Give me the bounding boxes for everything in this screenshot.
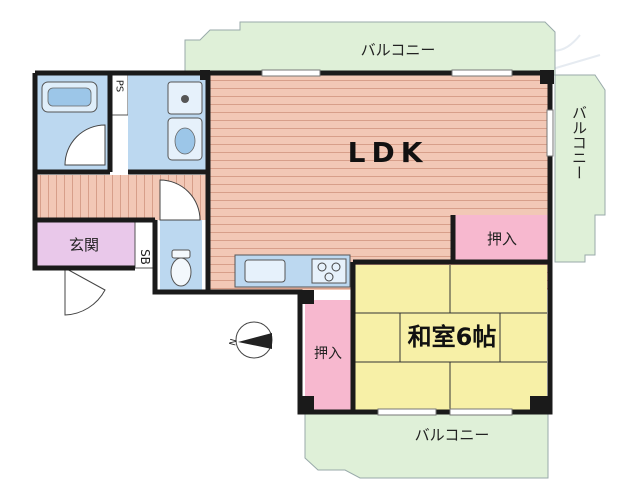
toilet-icon (170, 257, 192, 287)
ldk-label: LDK (348, 136, 429, 169)
windows (261, 69, 554, 416)
closet-left-label: 押入 (314, 346, 342, 362)
washitsu-label: 和室6帖 (408, 323, 497, 351)
balcony-bottom (304, 411, 549, 479)
washitsu-floor (355, 265, 547, 410)
toilet-door-swing (159, 179, 201, 221)
closet-left (305, 300, 355, 410)
balcony-right (554, 74, 606, 263)
closet-top-right (455, 215, 550, 262)
closet-top-right-label: 押入 (487, 230, 517, 248)
tatami-lines (355, 265, 547, 410)
walls (32, 70, 553, 415)
compass-icon: N (228, 321, 273, 359)
genkan-area (35, 220, 135, 268)
structural-columns (200, 70, 554, 414)
balcony-top-label: バルコニー (361, 41, 436, 59)
compass-label: N (228, 338, 239, 347)
genkan-label: 玄関 (69, 236, 99, 254)
balcony-right-label: バルコニー (570, 105, 588, 180)
pipe-space-label: PS (114, 80, 125, 92)
balcony-bottom-label: バルコニー (415, 426, 490, 444)
bath-door-swing (64, 124, 106, 166)
entry-door-swing (64, 267, 106, 316)
stove-icon (311, 258, 347, 284)
shoe-box-label: SB (138, 249, 152, 265)
kitchen-sink-icon (244, 259, 286, 283)
